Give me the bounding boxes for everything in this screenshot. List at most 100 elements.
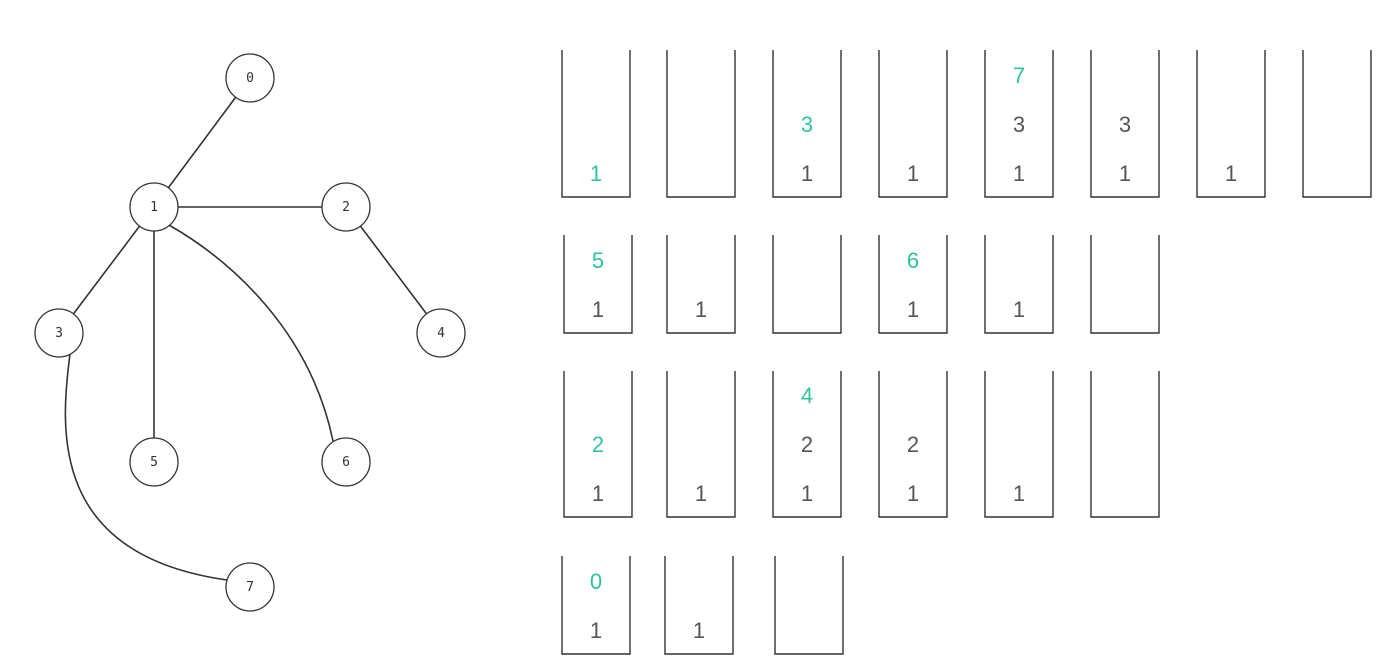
- node-5: 5: [129, 437, 179, 487]
- node-6: 6: [321, 437, 371, 487]
- node-label: 4: [437, 326, 445, 341]
- stack: 13: [1090, 50, 1160, 198]
- stack-container: [563, 371, 633, 518]
- stack: [666, 50, 736, 198]
- node-label: 3: [55, 326, 63, 341]
- node-1: 1: [129, 182, 179, 232]
- node-circle: [416, 308, 466, 358]
- tree-graph: 0 1 2 3 4 5 6 7: [34, 53, 466, 612]
- node-label: 7: [246, 580, 254, 595]
- stack-item: 1: [695, 297, 707, 322]
- stack-item: 1: [801, 161, 813, 186]
- stack-item-pushed: 1: [590, 161, 602, 186]
- edge-1-0: [167, 96, 237, 189]
- stack: 10: [561, 556, 631, 655]
- stack: 1: [1196, 50, 1266, 198]
- stack: [1090, 235, 1160, 334]
- stack-item-pushed: 5: [592, 248, 604, 273]
- stack-container: [878, 50, 948, 198]
- stack-container: [984, 235, 1054, 334]
- node-label: 1: [150, 200, 158, 215]
- stack-item: 1: [1013, 297, 1025, 322]
- stack-container: [772, 50, 842, 198]
- stack-container: [666, 371, 736, 518]
- edge-3-7: [64, 353, 228, 581]
- stack: 1: [984, 235, 1054, 334]
- stack-item: 1: [590, 618, 602, 643]
- stack: [1302, 50, 1372, 198]
- stack-container: [1302, 50, 1372, 198]
- stack-container: [878, 371, 948, 518]
- stack: [774, 556, 844, 655]
- stack-container: [1196, 50, 1266, 198]
- stack-container: [1090, 235, 1160, 334]
- node-3: 3: [34, 308, 84, 358]
- stack-item: 1: [907, 481, 919, 506]
- stack: 1: [878, 50, 948, 198]
- stack-container: [878, 235, 948, 334]
- stack-container: [772, 371, 842, 518]
- stack-row-4: 101: [561, 556, 844, 655]
- stack: [1090, 371, 1160, 518]
- stack: 16: [878, 235, 948, 334]
- stack-item: 1: [592, 297, 604, 322]
- stack: 12: [563, 371, 633, 518]
- node-7: 7: [225, 562, 275, 612]
- stack-item: 1: [695, 481, 707, 506]
- stack-item: 2: [801, 432, 813, 457]
- node-circle: [225, 562, 275, 612]
- stack-item: 3: [1119, 112, 1131, 137]
- stack-container: [1090, 50, 1160, 198]
- stack-item: 1: [693, 618, 705, 643]
- node-circle: [225, 53, 275, 103]
- node-label: 2: [342, 200, 350, 215]
- stack-item: 2: [907, 432, 919, 457]
- node-circle: [129, 182, 179, 232]
- stack-item: 3: [1013, 112, 1025, 137]
- node-circle: [34, 308, 84, 358]
- stack-container: [666, 50, 736, 198]
- node-circle: [321, 437, 371, 487]
- stack-item: 1: [1225, 161, 1237, 186]
- stack-item-pushed: 3: [801, 112, 813, 137]
- stack-item-pushed: 6: [907, 248, 919, 273]
- stack-container: [1090, 371, 1160, 518]
- stack: 1: [984, 371, 1054, 518]
- node-4: 4: [416, 308, 466, 358]
- node-circle: [129, 437, 179, 487]
- stack: 1 2 4: [772, 371, 842, 518]
- stack-item-pushed: 2: [592, 432, 604, 457]
- stack-container: [563, 235, 633, 334]
- edge-1-6: [168, 224, 334, 442]
- node-label: 0: [246, 71, 254, 86]
- edge-2-4: [359, 225, 428, 315]
- edge-1-3: [72, 225, 141, 315]
- stack: 137: [984, 50, 1054, 198]
- stack: 12: [878, 371, 948, 518]
- stack-container: [984, 50, 1054, 198]
- stack-item: 1: [1119, 161, 1131, 186]
- stack-item: 1: [907, 161, 919, 186]
- stack: 1: [664, 556, 734, 655]
- stack-container: [774, 556, 844, 655]
- node-label: 5: [150, 455, 158, 470]
- node-2: 2: [321, 182, 371, 232]
- stack-container: [664, 556, 734, 655]
- stack-item: 1: [592, 481, 604, 506]
- node-circle: [321, 182, 371, 232]
- stack-item-pushed: 7: [1013, 63, 1025, 88]
- stack: 15: [563, 235, 633, 334]
- stack-item: 1: [1013, 481, 1025, 506]
- stack: 1: [561, 50, 631, 198]
- stack: 1: [666, 371, 736, 518]
- stack-container: [984, 371, 1054, 518]
- stack: 13: [772, 50, 842, 198]
- stack-item-pushed: 0: [590, 569, 602, 594]
- stack-item: 1: [801, 481, 813, 506]
- stack-item-pushed: 4: [801, 383, 813, 408]
